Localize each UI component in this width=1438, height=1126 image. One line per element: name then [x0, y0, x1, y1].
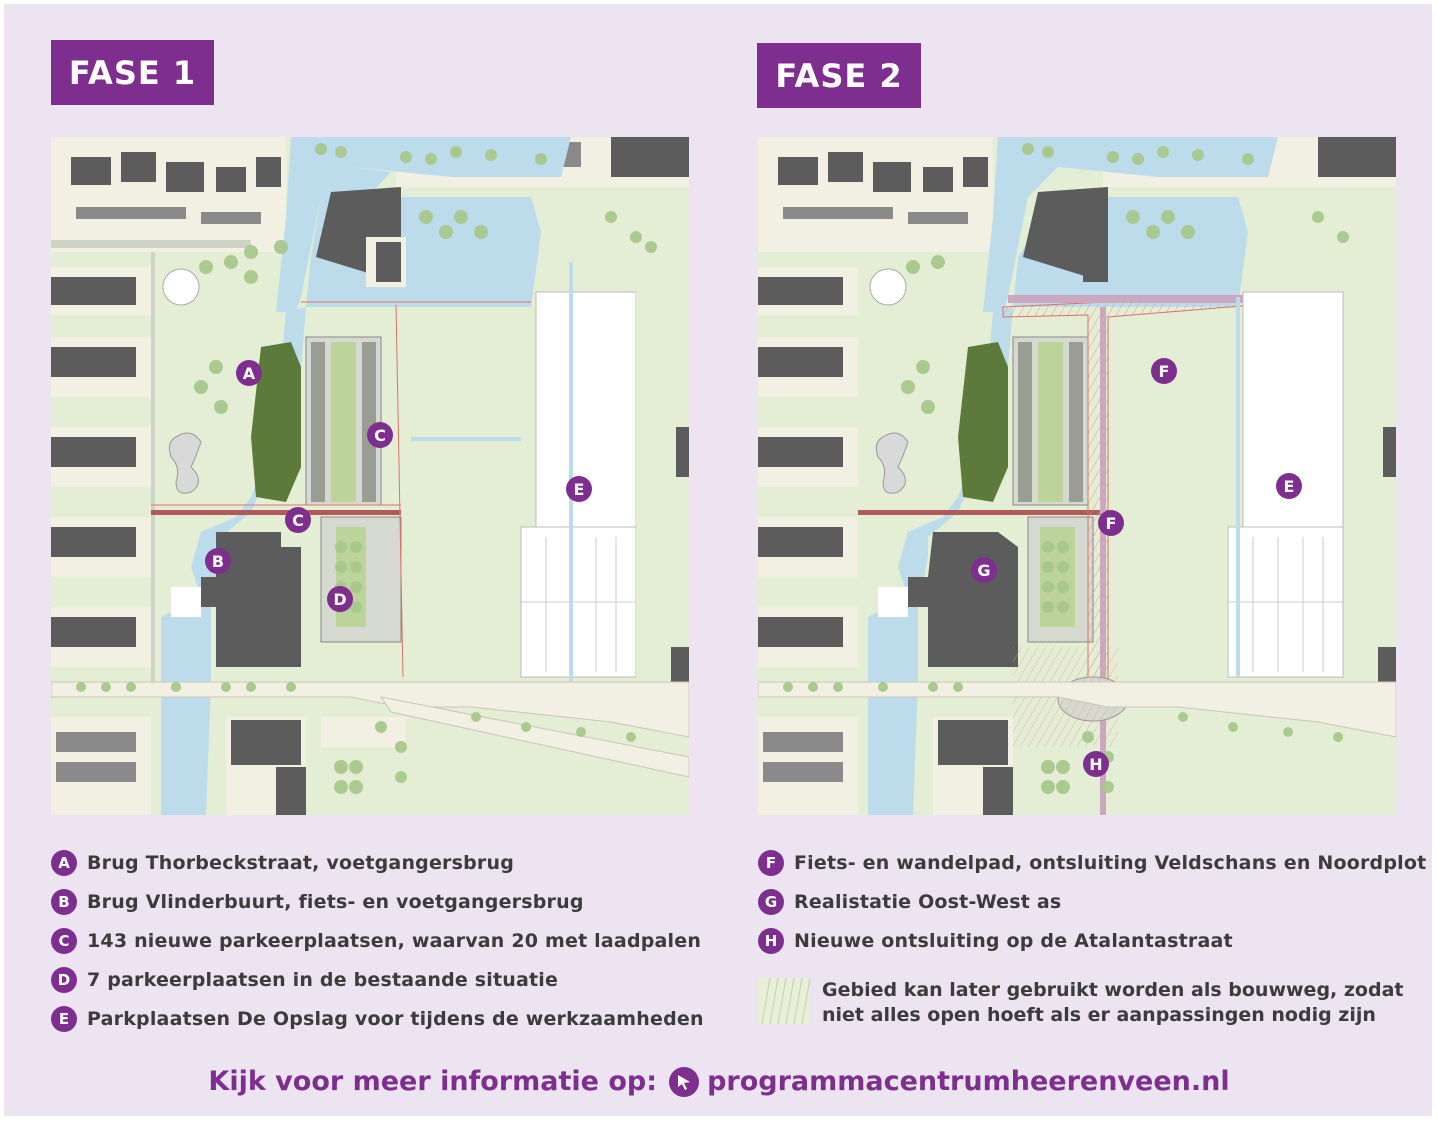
legend-text: Brug Vlinderbuurt, fiets- en voetgangers… — [87, 891, 584, 913]
legend-text: Realistatie Oost-West as — [794, 891, 1062, 913]
legend-letter: B — [51, 889, 77, 915]
phase2-marker-f-north[interactable]: F — [1151, 358, 1177, 384]
legend-letter: C — [51, 928, 77, 954]
legend-text: 143 nieuwe parkeerplaatsen, waarvan 20 m… — [87, 930, 702, 952]
phase1-map-drawing — [51, 137, 689, 815]
legend-item-c: C 143 nieuwe parkeerplaatsen, waarvan 20… — [51, 928, 704, 954]
legend-letter: F — [758, 850, 784, 876]
phase2-marker-e[interactable]: E — [1276, 473, 1302, 499]
phase1-map[interactable]: A B C C D E — [51, 137, 689, 815]
hatch-legend-text: Gebied kan later gebruikt worden als bou… — [822, 979, 1404, 1026]
legend-text: Parkplaatsen De Opslag voor tijdens de w… — [87, 1008, 704, 1030]
footer-prefix: Kijk voor meer informatie op: — [208, 1066, 658, 1097]
phase2-marker-g[interactable]: G — [971, 557, 997, 583]
phase2-marker-h[interactable]: H — [1083, 751, 1109, 777]
legend-text: Brug Thorbeckstraat, voetgangersbrug — [87, 852, 515, 874]
legend-text: Fiets- en wandelpad, ontsluiting Veldsch… — [794, 852, 1427, 874]
legend-item-f: F Fiets- en wandelpad, ontsluiting Velds… — [758, 850, 1426, 876]
footer: Kijk voor meer informatie op: programmac… — [0, 1066, 1438, 1097]
phase1-marker-a[interactable]: A — [236, 360, 262, 386]
phase2-map[interactable]: F E F G H — [758, 137, 1396, 815]
legend-item-d: D 7 parkeerplaatsen in de bestaande situ… — [51, 967, 704, 993]
legend-text: 7 parkeerplaatsen in de bestaande situat… — [87, 969, 559, 991]
cursor-click-icon — [669, 1066, 700, 1097]
legend-item-a: A Brug Thorbeckstraat, voetgangersbrug — [51, 850, 704, 876]
phase1-marker-d[interactable]: D — [327, 586, 353, 612]
phase2-map-drawing — [758, 137, 1396, 815]
phase2-legend: F Fiets- en wandelpad, ontsluiting Velds… — [758, 850, 1426, 967]
hatch-swatch-icon — [758, 978, 810, 1024]
legend-letter: H — [758, 928, 784, 954]
legend-item-g: G Realistatie Oost-West as — [758, 889, 1426, 915]
phase1-title: FASE 1 — [51, 40, 214, 105]
legend-text: Nieuwe ontsluiting op de Atalantastraat — [794, 930, 1233, 952]
phase1-marker-c-bridge[interactable]: C — [285, 507, 311, 533]
phase1-marker-c-parking[interactable]: C — [367, 422, 393, 448]
legend-letter: E — [51, 1006, 77, 1032]
legend-letter: G — [758, 889, 784, 915]
hatch-legend: Gebied kan later gebruikt worden als bou… — [758, 978, 1422, 1028]
phase2-title: FASE 2 — [757, 43, 921, 108]
phase1-marker-b[interactable]: B — [205, 548, 231, 574]
footer-url-link[interactable]: programmacentrumheerenveen.nl — [707, 1066, 1230, 1097]
legend-letter: D — [51, 967, 77, 993]
legend-item-h: H Nieuwe ontsluiting op de Atalantastraa… — [758, 928, 1426, 954]
phase1-legend: A Brug Thorbeckstraat, voetgangersbrug B… — [51, 850, 704, 1045]
legend-letter: A — [51, 850, 77, 876]
legend-item-e: E Parkplaatsen De Opslag voor tijdens de… — [51, 1006, 704, 1032]
phase1-marker-e[interactable]: E — [566, 476, 592, 502]
legend-item-b: B Brug Vlinderbuurt, fiets- en voetgange… — [51, 889, 704, 915]
phase2-marker-f-path[interactable]: F — [1098, 510, 1124, 536]
